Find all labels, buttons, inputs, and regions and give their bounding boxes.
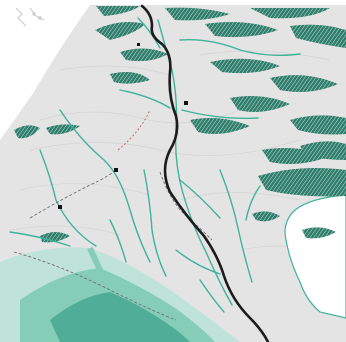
inlet-water bbox=[284, 194, 346, 319]
trails bbox=[13, 167, 213, 321]
compass-icon bbox=[15, 7, 45, 27]
ridge-patches bbox=[14, 6, 346, 243]
boundary-line bbox=[117, 109, 151, 151]
floodplain-zone bbox=[0, 246, 240, 342]
marker-point[interactable] bbox=[137, 43, 140, 46]
point-markers bbox=[58, 43, 188, 209]
main-road bbox=[140, 4, 270, 342]
marker-point[interactable] bbox=[114, 168, 118, 172]
marker-point[interactable] bbox=[58, 205, 62, 209]
marker-point[interactable] bbox=[184, 101, 188, 105]
